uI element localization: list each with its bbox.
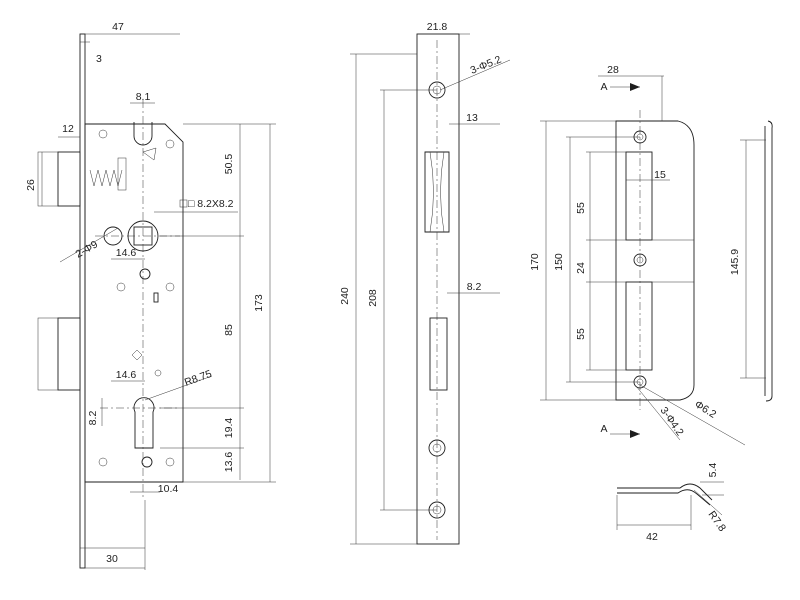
dim-center-distance: 85 bbox=[223, 324, 235, 336]
dim-bottom-30: 30 bbox=[106, 553, 118, 565]
dim-cylinder-10-4: 10.4 bbox=[158, 483, 179, 495]
dim-lock-width: 47 bbox=[112, 21, 124, 33]
dim-strike-150: 150 bbox=[553, 253, 565, 271]
strike-plate-view bbox=[540, 75, 746, 446]
dim-offset-bottom: 14.6 bbox=[116, 369, 137, 381]
dim-plate-width: 21.8 bbox=[427, 21, 448, 33]
dim-cam-width: 8.1 bbox=[136, 91, 151, 103]
deadbolt bbox=[57, 317, 81, 391]
dim-cylinder-width: 8.2 bbox=[87, 411, 99, 426]
side-view bbox=[740, 120, 773, 402]
dim-latch-height: 26 bbox=[25, 179, 37, 191]
dim-bolt-slot: 8.2 bbox=[467, 281, 482, 293]
dim-plate-length: 240 bbox=[339, 287, 351, 305]
strike-plate bbox=[615, 120, 695, 401]
dim-strike-24: 24 bbox=[575, 262, 587, 274]
dim-plate-holes: 3-Φ5.2 bbox=[469, 53, 504, 76]
dim-strike-holes: 3-Φ4.2 bbox=[658, 405, 686, 438]
faceplate bbox=[416, 33, 460, 545]
bolt-opening bbox=[429, 317, 448, 391]
dim-profile-42: 42 bbox=[646, 531, 658, 543]
strike-slot-top bbox=[625, 151, 653, 241]
dim-holes: 2-Φ9 bbox=[74, 238, 101, 260]
faceplate-view bbox=[350, 33, 511, 545]
dim-profile-5-4: 5.4 bbox=[707, 463, 719, 478]
section-profile bbox=[616, 481, 724, 530]
dim-strike-width: 28 bbox=[607, 64, 619, 76]
latch-bolt bbox=[57, 151, 81, 207]
profile-outline bbox=[617, 483, 713, 501]
dim-backset-top: 50.5 bbox=[223, 154, 235, 175]
dim-latch-slot: 13 bbox=[466, 112, 478, 124]
latch-opening bbox=[424, 151, 450, 233]
dim-cylinder-19-4: 19.4 bbox=[223, 418, 235, 439]
dim-latch-width: 12 bbox=[62, 123, 74, 135]
spring bbox=[89, 169, 123, 187]
section-label-bottom: A bbox=[600, 423, 607, 435]
dim-cylinder-radius: R8.75 bbox=[183, 368, 214, 389]
cylinder-cutout bbox=[133, 397, 155, 449]
dim-faceplate-offset: 3 bbox=[96, 53, 102, 65]
dim-spindle-square: □ 8.2X8.2 bbox=[188, 198, 234, 210]
dim-total-height: 173 bbox=[253, 294, 265, 312]
dim-strike-55-bottom: 55 bbox=[575, 328, 587, 340]
dim-strike-170: 170 bbox=[529, 253, 541, 271]
dim-offset-top: 14.6 bbox=[116, 247, 137, 259]
dim-profile-r7-8: R7.8 bbox=[706, 509, 729, 534]
dimension-labels: 47 3 8.1 12 26 50.5 □ 8.2X8.2 2-Φ9 14.6 … bbox=[25, 21, 741, 565]
dim-strike-55-top: 55 bbox=[575, 202, 587, 214]
dim-holes-distance: 208 bbox=[367, 289, 379, 307]
section-label-top: A bbox=[600, 81, 607, 93]
side-profile bbox=[765, 120, 773, 402]
dim-cylinder-13-6: 13.6 bbox=[223, 452, 235, 473]
strike-slot-bottom bbox=[625, 281, 653, 371]
dim-strike-15: 15 bbox=[654, 169, 666, 181]
faceplate-strip bbox=[79, 33, 86, 569]
lock-body-view bbox=[37, 33, 276, 570]
dim-side-145-9: 145.9 bbox=[729, 249, 741, 275]
